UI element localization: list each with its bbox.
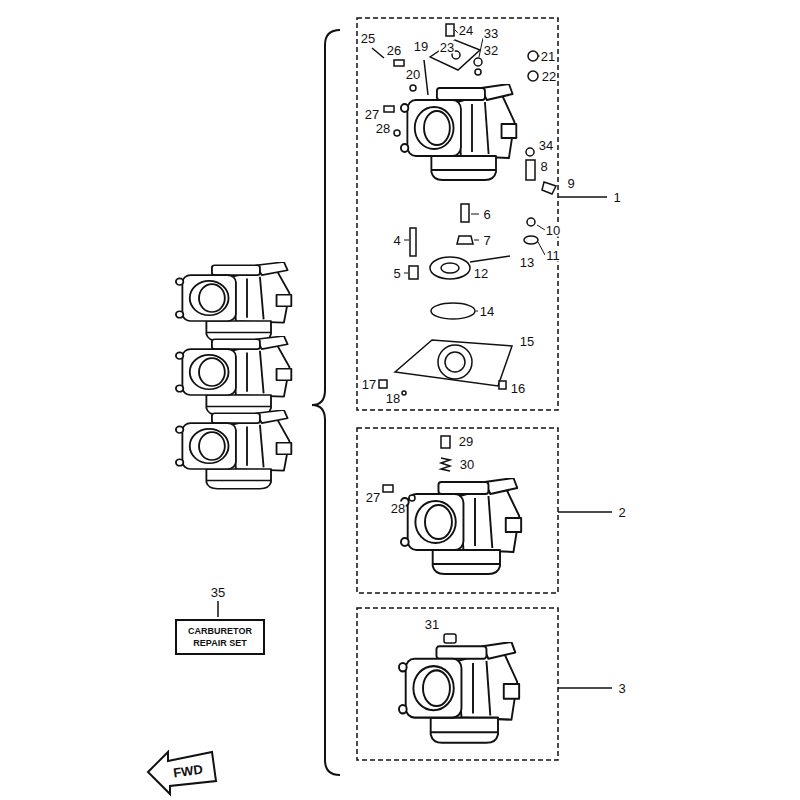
carburetor: [399, 642, 519, 743]
callout-number: 5: [392, 267, 401, 280]
gasket: [431, 303, 475, 319]
callout-number: 11: [545, 249, 561, 262]
carburetor: [401, 478, 521, 574]
callout-number: 35: [210, 586, 226, 599]
carburetor: [176, 410, 291, 489]
callout-number: 33: [483, 27, 499, 40]
leader-line: [474, 240, 479, 241]
callout-number: 34: [538, 139, 554, 152]
carburetor: [176, 336, 291, 415]
callout-number: 32: [483, 44, 499, 57]
callout-number: 25: [360, 32, 376, 45]
callout-number: 7: [482, 234, 491, 247]
leader-line: [558, 511, 612, 513]
washer: [524, 236, 538, 244]
washer: [409, 495, 415, 501]
jet: [409, 266, 418, 279]
kit-label: CARBURETOR REPAIR SET: [183, 625, 257, 649]
washer: [410, 85, 416, 91]
needle-seat: [526, 160, 535, 180]
callout-number: 6: [482, 208, 491, 221]
screw: [499, 381, 506, 389]
callout-number: 16: [510, 382, 526, 395]
callout-number: 21: [540, 50, 556, 63]
leader-line: [558, 687, 612, 689]
callout-number: 15: [519, 335, 535, 348]
assembly-box: [357, 428, 558, 593]
washer: [402, 391, 406, 395]
callout-number: 3: [617, 682, 626, 695]
float-bowl: [395, 340, 512, 386]
screw: [441, 436, 450, 448]
spring: [394, 60, 404, 66]
callout-number: 23: [439, 41, 455, 54]
leader-line: [471, 214, 479, 215]
callout-number: 19: [413, 40, 429, 53]
float-hole: [441, 263, 459, 273]
tube: [410, 228, 416, 256]
callout-number: 9: [566, 177, 575, 190]
callout-number: 18: [385, 392, 401, 405]
callout-number: 28: [375, 122, 391, 135]
leader-line: [404, 240, 409, 241]
float-pin: [470, 256, 510, 262]
o-ring: [475, 69, 481, 75]
callout-number: 20: [405, 68, 421, 81]
callout-number: 31: [424, 618, 440, 631]
spring: [441, 458, 450, 471]
callout-number: 10: [545, 224, 561, 237]
cap: [457, 236, 473, 244]
callout-number: 26: [386, 44, 402, 57]
o-ring: [474, 58, 482, 66]
callout-number: 24: [458, 24, 474, 37]
leader-line: [476, 311, 478, 312]
screw: [384, 106, 394, 112]
float: [430, 257, 470, 279]
callout-number: 22: [541, 70, 557, 83]
direction-label: FWD: [171, 762, 204, 779]
bowl-rim: [445, 352, 465, 372]
leader-line: [538, 242, 545, 255]
callout-number: 27: [365, 491, 381, 504]
callout-number: 14: [479, 305, 495, 318]
carburetor: [401, 84, 516, 180]
callout-number: 13: [519, 256, 535, 269]
clip: [542, 182, 556, 194]
bowl-rim: [438, 345, 472, 379]
screw: [446, 24, 454, 36]
screw: [379, 380, 387, 388]
carburetor: [176, 262, 291, 341]
callout-number: 4: [392, 234, 401, 247]
callout-number: 17: [361, 378, 377, 391]
assembly-box: [357, 18, 558, 410]
callout-number: 29: [458, 435, 474, 448]
assembly-box: [357, 608, 558, 760]
callout-number: 28: [390, 502, 406, 515]
screw: [372, 48, 384, 58]
leader-line: [558, 196, 607, 198]
kit-box: CARBURETOR REPAIR SET: [175, 619, 265, 655]
group-brace: [312, 30, 340, 775]
callout-number: 8: [539, 160, 548, 173]
callout-number: 27: [364, 108, 380, 121]
forward-arrow: [148, 752, 216, 794]
leader-line: [404, 273, 408, 274]
leader-line: [217, 601, 219, 617]
o-ring: [528, 71, 538, 81]
callout-number: 1: [612, 191, 621, 204]
washer: [394, 130, 400, 136]
rod: [424, 60, 428, 95]
o-ring: [526, 148, 534, 156]
screw: [383, 485, 393, 492]
needle: [527, 218, 535, 226]
callout-number: 2: [617, 506, 626, 519]
o-ring: [528, 51, 538, 61]
cover-plate: [430, 40, 480, 70]
callout-number: 30: [459, 458, 475, 471]
main-jet: [461, 204, 469, 222]
callout-number: 12: [473, 267, 489, 280]
fitting: [444, 634, 456, 643]
